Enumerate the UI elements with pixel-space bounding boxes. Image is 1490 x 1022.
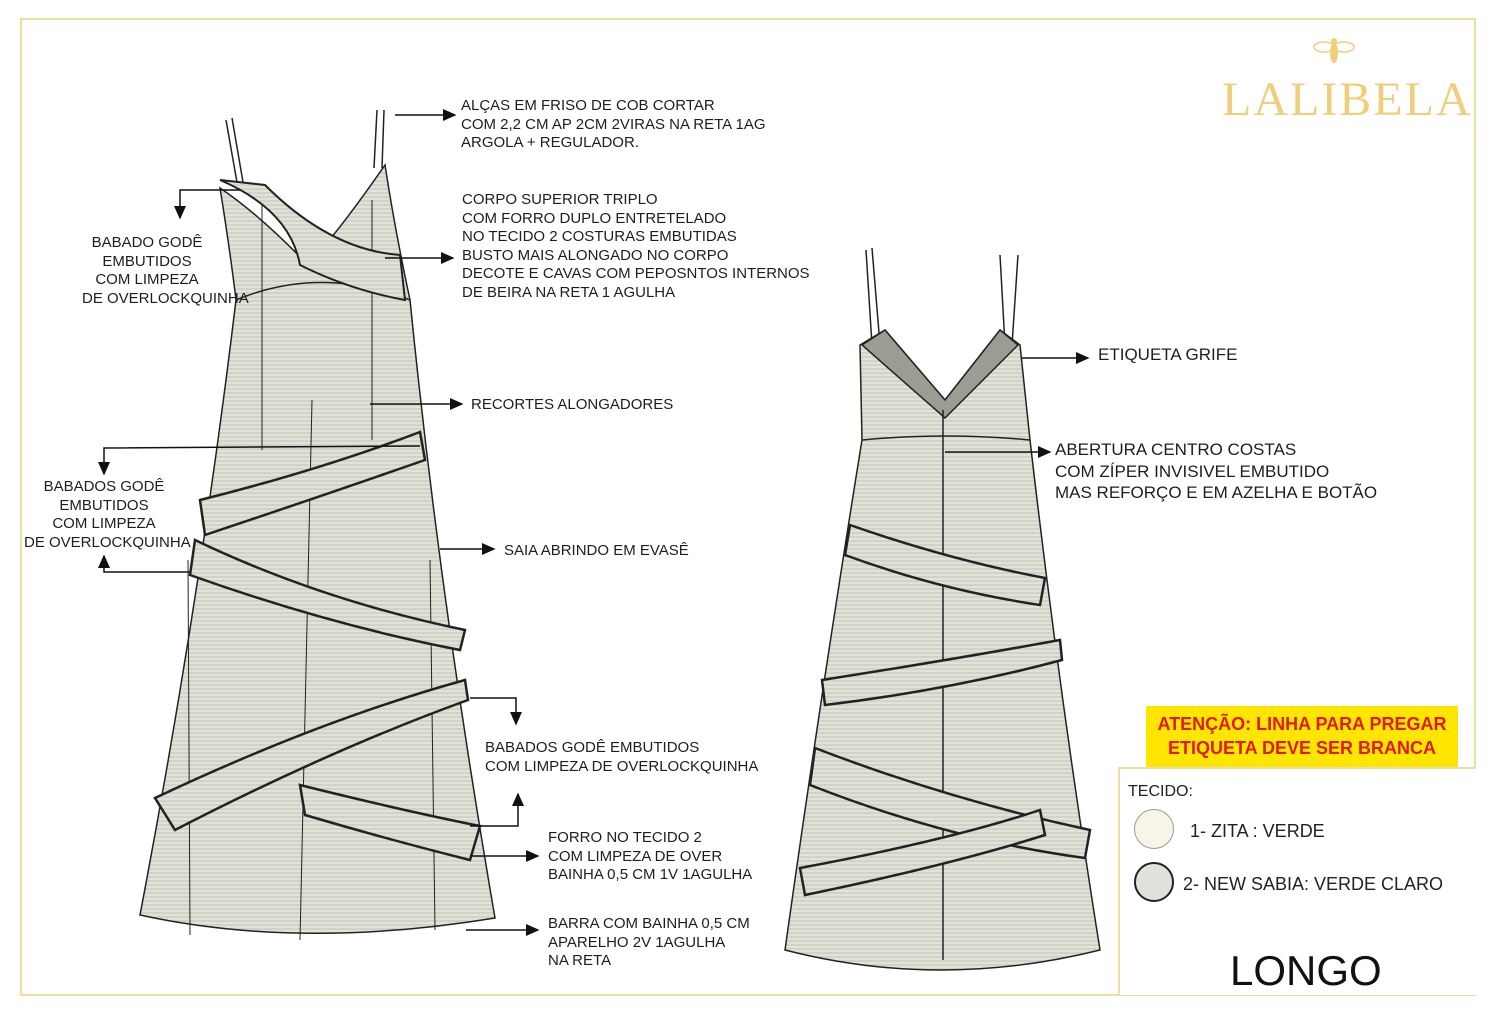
- bee-icon: [1313, 38, 1355, 63]
- upper-body-annotation: CORPO SUPERIOR TRIPLO COM FORRO DUPLO EN…: [462, 191, 810, 301]
- strap-annotation: ALÇAS EM FRISO DE COB CORTAR COM 2,2 CM …: [461, 97, 766, 151]
- ruffle-top-annotation: BABADO GODÊ EMBUTIDOS COM LIMPEZA DE OVE…: [82, 234, 249, 307]
- warning-banner: ATENÇÃO: LINHA PARA PREGAR ETIQUETA DEVE…: [1146, 706, 1458, 768]
- ruffles-bottom-annotation: BABADOS GODÊ EMBUTIDOS COM LIMPEZA DE OV…: [485, 739, 759, 775]
- ruffles-left-annotation: BABADOS GODÊ EMBUTIDOS COM LIMPEZA DE OV…: [24, 478, 191, 551]
- brand-name: LALIBELA: [1222, 73, 1473, 126]
- fabric-legend: TECIDO: 1- ZITA : VERDE 2- NEW SABIA: VE…: [1118, 767, 1476, 995]
- model-name: LONGO: [1230, 947, 1382, 994]
- skirt-annotation: SAIA ABRINDO EM EVASÊ: [504, 542, 689, 559]
- cuts-annotation: RECORTES ALONGADORES: [471, 396, 674, 413]
- page-frame: [20, 18, 1476, 996]
- fabric-item-2: 2- NEW SABIA: VERDE CLARO: [1183, 874, 1444, 894]
- front-dress: [139, 109, 496, 941]
- back-dress: [784, 247, 1101, 971]
- hem-annotation: BARRA COM BAINHA 0,5 CM APARELHO 2V 1AGU…: [548, 915, 750, 969]
- back-opening-annotation: ABERTURA CENTRO COSTAS COM ZÍPER INVISIV…: [1055, 440, 1378, 502]
- fabric-swatch-1: [1134, 809, 1174, 849]
- fabric-title: TECIDO:: [1128, 783, 1193, 800]
- lining-annotation: FORRO NO TECIDO 2 COM LIMPEZA DE OVER BA…: [548, 829, 753, 883]
- callout-arrows: [98, 109, 1090, 936]
- warning-text: ATENÇÃO: LINHA PARA PREGAR ETIQUETA DEVE…: [1157, 714, 1447, 758]
- fabric-swatch-2: [1134, 862, 1174, 902]
- label-annotation: ETIQUETA GRIFE: [1098, 345, 1238, 364]
- fabric-item-1: 1- ZITA : VERDE: [1190, 821, 1325, 841]
